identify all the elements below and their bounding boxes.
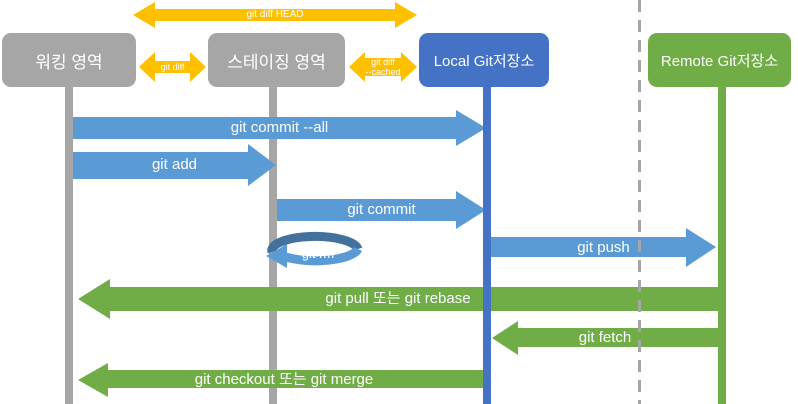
node-remote-repo: Remote Git저장소 (648, 33, 791, 87)
arrow-git-diff-head: git diff HEAD (133, 2, 417, 28)
arrow-body (277, 199, 456, 221)
arrow-git-rm-loop (260, 222, 370, 277)
node-staging-area: 스테이징 영역 (208, 33, 345, 87)
lifeline-local (483, 87, 491, 404)
arrow-body (153, 9, 397, 21)
arrowhead-right-icon (456, 191, 486, 229)
arrow-git-diff: git diff (139, 52, 206, 82)
node-staging-area-label: 스테이징 영역 (227, 52, 326, 72)
remote-boundary-dashed-line (638, 0, 641, 404)
arrow-body (73, 117, 456, 139)
lifeline-remote (718, 87, 726, 404)
arrowhead-right-icon (248, 144, 276, 186)
arrowhead-left-icon (139, 52, 155, 82)
arrowhead-left-icon (492, 321, 518, 355)
node-local-repo-label: Local Git저장소 (433, 52, 535, 70)
arrow-body (110, 287, 718, 311)
arrow-body (153, 61, 192, 73)
arrow-git-checkout: git checkout 또는 git merge (78, 363, 490, 397)
node-remote-repo-label: Remote Git저장소 (660, 52, 779, 70)
arrowhead-left-icon (349, 52, 365, 82)
arrow-git-fetch: git fetch (492, 321, 718, 355)
arrow-git-diff-cached: git diff --cached (349, 52, 417, 82)
arrowhead-left-icon (78, 279, 110, 319)
lifeline-working (65, 87, 73, 404)
arrowhead-right-icon (401, 52, 417, 82)
arrow-git-add: git add (73, 144, 276, 186)
arrow-body (363, 58, 403, 76)
arrow-git-commit-all: git commit --all (73, 110, 486, 146)
arrowhead-left-icon (78, 363, 108, 397)
arrow-body (491, 237, 686, 257)
arrowhead-right-icon (686, 228, 716, 267)
arrowhead-right-icon (395, 2, 417, 28)
arrow-body (108, 370, 490, 388)
arrowhead-right-icon (190, 52, 206, 82)
arrowhead-right-icon (456, 110, 486, 146)
node-local-repo: Local Git저장소 (419, 33, 549, 87)
arrow-body (73, 152, 248, 179)
arrow-body (518, 328, 718, 347)
node-working-area: 워킹 영역 (2, 33, 136, 87)
arrow-git-push: git push (491, 228, 716, 267)
arrow-git-pull: git pull 또는 git rebase (78, 279, 718, 319)
node-working-area-label: 워킹 영역 (35, 52, 103, 72)
arrowhead-left-icon (133, 2, 155, 28)
loop-arrow-icon (266, 231, 363, 268)
